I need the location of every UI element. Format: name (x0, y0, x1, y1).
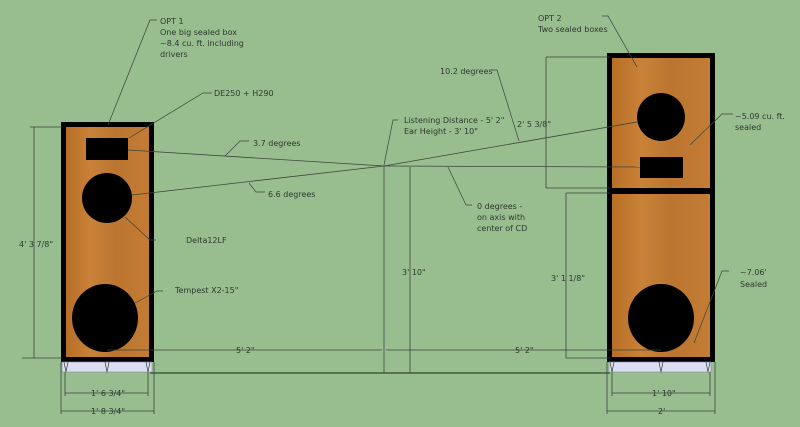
opt1-line3: ~8.4 cu. ft. including (160, 39, 244, 48)
zero-deg-line2: on axis with (477, 213, 525, 222)
zero-deg-line3: center of CD (477, 224, 527, 233)
left-height-dim: 4' 3 7/8" (19, 240, 53, 249)
opt2-line2: Two sealed boxes (537, 25, 608, 34)
woofer-label: Tempest X2-15" (174, 286, 238, 295)
dist-right-dim: 5' 2" (515, 346, 534, 355)
tweeter-label: DE250 + H290 (214, 89, 274, 98)
opt2-bottom-volume-2: Sealed (740, 280, 767, 289)
left-speaker-opt1 (61, 122, 154, 373)
opt2-top-volume-2: sealed (735, 123, 761, 132)
sight-lines (127, 121, 641, 373)
ear-height-label: Ear Height - 3' 10" (404, 127, 478, 136)
listening-distance-label: Listening Distance - 5' 2" (404, 116, 504, 125)
angle-opt2-label: 10.2 degrees (440, 67, 493, 76)
dimension-lines (22, 56, 716, 414)
midrange-driver (637, 93, 685, 141)
right-outer-width-dim: 2' (658, 407, 665, 416)
opt1-title: OPT 1 (160, 17, 184, 26)
right-speaker-opt2 (607, 53, 715, 373)
leader-lines (107, 15, 733, 344)
angle-mid-label: 6.6 degrees (268, 190, 315, 199)
woofer-driver (628, 284, 694, 352)
midrange-driver (82, 173, 132, 223)
opt2-title: OPT 2 (538, 14, 562, 23)
left-inner-width-dim: 1' 6 3/4" (91, 389, 125, 398)
left-outer-width-dim: 1' 8 3/4" (91, 407, 125, 416)
mid-label: Delta12LF (186, 236, 227, 245)
opt1-line2: One big sealed box (160, 28, 237, 37)
dist-left-dim: 5' 2" (236, 346, 255, 355)
opt2-bottom-volume: ~7.06' (740, 268, 767, 277)
right-bottom-height-dim: 3' 1 1/8" (551, 274, 585, 283)
tweeter-horn (86, 138, 128, 160)
woofer-driver (72, 284, 138, 352)
zero-deg-line1: 0 degrees - (477, 202, 522, 211)
right-inner-width-dim: 1' 10" (652, 389, 676, 398)
ear-height-dim: 3' 10" (402, 268, 426, 277)
opt1-line4: drivers (160, 50, 188, 59)
tweeter-horn (640, 157, 683, 178)
angle-tweeter-label: 3.7 degrees (253, 139, 300, 148)
opt2-top-volume: ~5.09 cu. ft. (735, 112, 785, 121)
right-top-height-dim: 2' 5 3/8" (517, 120, 551, 129)
